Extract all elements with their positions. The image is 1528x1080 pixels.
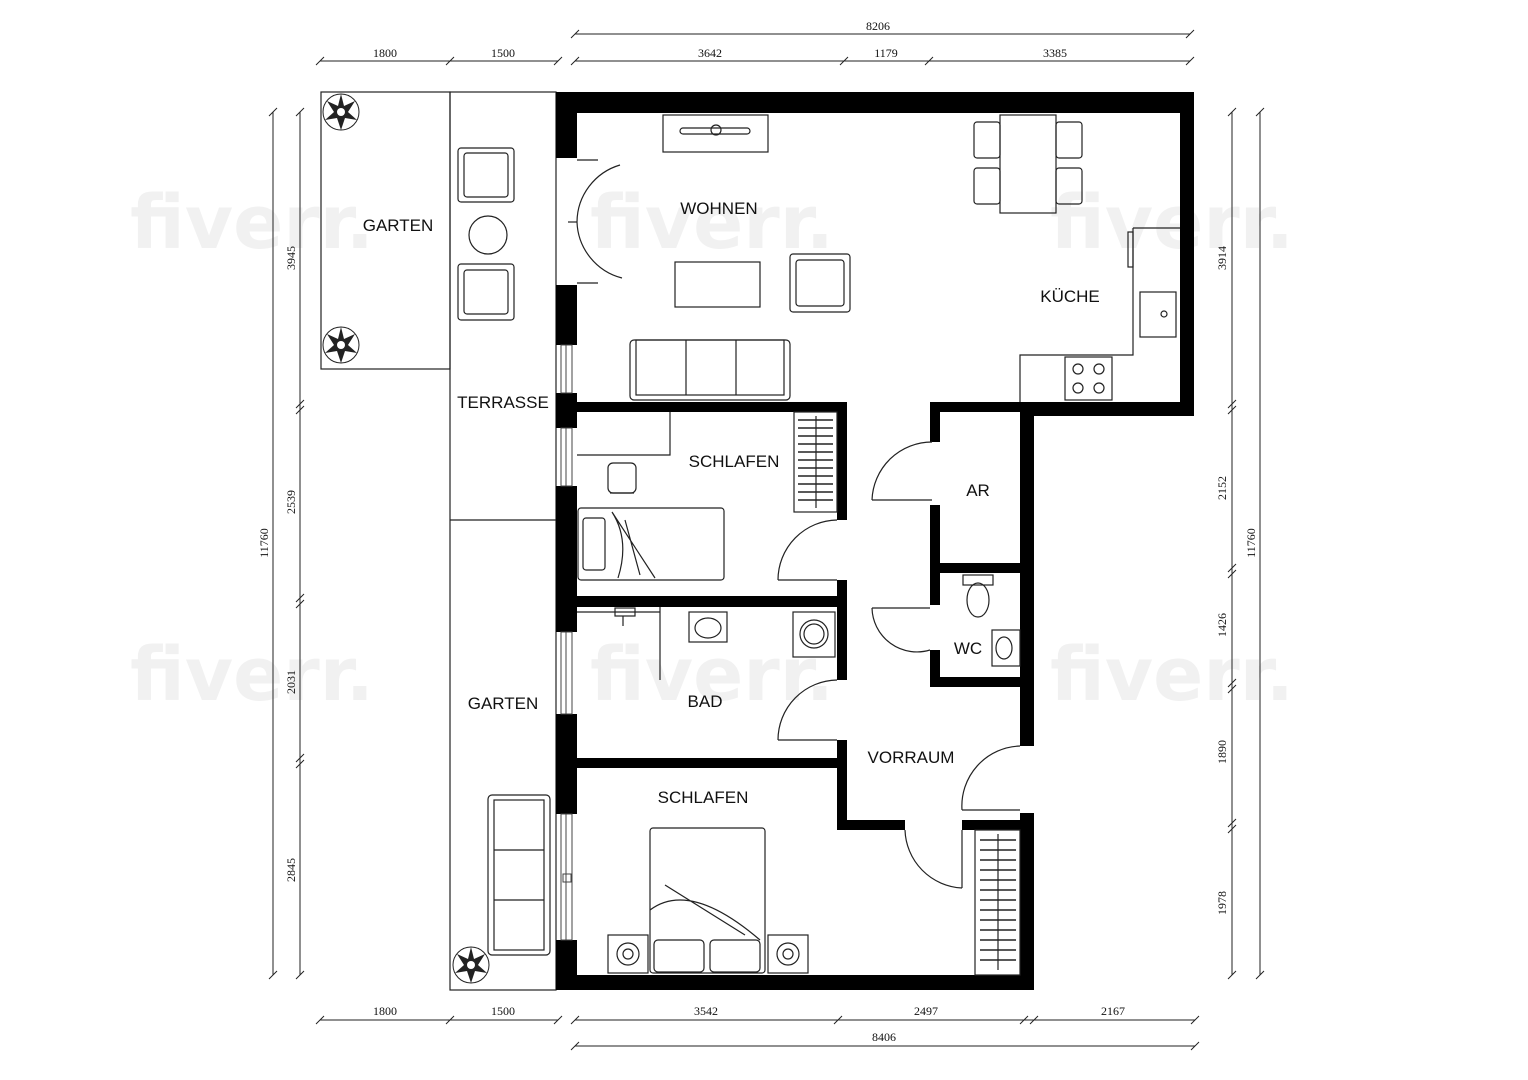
doors <box>568 159 1021 889</box>
dim-left-2: 2539 <box>284 490 298 514</box>
dim-right-2: 2152 <box>1215 476 1229 500</box>
plant-icon <box>322 326 360 364</box>
room-label-terrasse: TERRASSE <box>457 393 549 412</box>
room-label-garten-side: GARTEN <box>468 694 539 713</box>
dim-bottom-4: 2497 <box>914 1004 938 1018</box>
plant-icon <box>452 946 490 984</box>
room-label-kueche: KÜCHE <box>1040 287 1100 306</box>
room-label-bad: BAD <box>688 692 723 711</box>
dimension-lines <box>268 29 1265 1051</box>
dim-right-1: 3914 <box>1215 246 1229 270</box>
bad-fixtures <box>577 607 836 680</box>
kitchen-counter <box>1019 227 1180 402</box>
watermark: fiverr. <box>1050 180 1294 266</box>
room-label-vorraum: VORRAUM <box>868 748 955 767</box>
room-label-wc: WC <box>954 639 982 658</box>
room-labels: GARTEN TERRASSE GARTEN WOHNEN KÜCHE SCHL… <box>363 199 1100 807</box>
dimension-labels: 8206 1800 1500 3642 1179 3385 1800 1500 … <box>257 19 1258 1044</box>
dim-bottom-5: 2167 <box>1101 1004 1125 1018</box>
room-label-garten-top: GARTEN <box>363 216 434 235</box>
dim-right-total: 11760 <box>1244 528 1258 558</box>
wc-fixtures <box>962 574 1021 667</box>
plant-icon <box>322 93 360 131</box>
dim-bottom-3: 3542 <box>694 1004 718 1018</box>
watermark: fiverr. <box>590 180 834 266</box>
walls <box>556 92 1194 990</box>
dim-top-3: 3642 <box>698 46 722 60</box>
room-label-schlafen-2: SCHLAFEN <box>658 788 749 807</box>
dim-top-5: 3385 <box>1043 46 1067 60</box>
windows <box>560 344 573 941</box>
watermark: fiverr. <box>130 632 374 718</box>
dim-right-5: 1978 <box>1215 891 1229 915</box>
dim-bottom-2: 1500 <box>491 1004 515 1018</box>
room-label-wohnen: WOHNEN <box>680 199 757 218</box>
room-label-ar: AR <box>966 481 990 500</box>
terrace-furniture <box>457 147 551 956</box>
dim-bottom-1: 1800 <box>373 1004 397 1018</box>
dim-bottom-total: 8406 <box>872 1030 896 1044</box>
dim-left-total: 11760 <box>257 528 271 558</box>
dim-left-3: 2031 <box>284 670 298 694</box>
dim-right-4: 1890 <box>1215 740 1229 764</box>
schlafen1-furniture <box>577 411 838 581</box>
dim-top-1: 1800 <box>373 46 397 60</box>
dim-top-2: 1500 <box>491 46 515 60</box>
watermark: fiverr. <box>130 180 374 266</box>
dim-left-1: 3945 <box>284 246 298 270</box>
schlafen2-furniture <box>607 827 1021 976</box>
dim-right-3: 1426 <box>1215 613 1229 637</box>
dim-left-4: 2845 <box>284 858 298 882</box>
dim-top-total: 8206 <box>866 19 890 33</box>
dim-top-4: 1179 <box>874 46 898 60</box>
room-label-schlafen-1: SCHLAFEN <box>689 452 780 471</box>
watermark: fiverr. <box>1050 632 1294 718</box>
watermark-layer: fiverr. fiverr. fiverr. fiverr. fiverr. … <box>130 180 1294 718</box>
wohnen-furniture <box>629 114 1083 401</box>
